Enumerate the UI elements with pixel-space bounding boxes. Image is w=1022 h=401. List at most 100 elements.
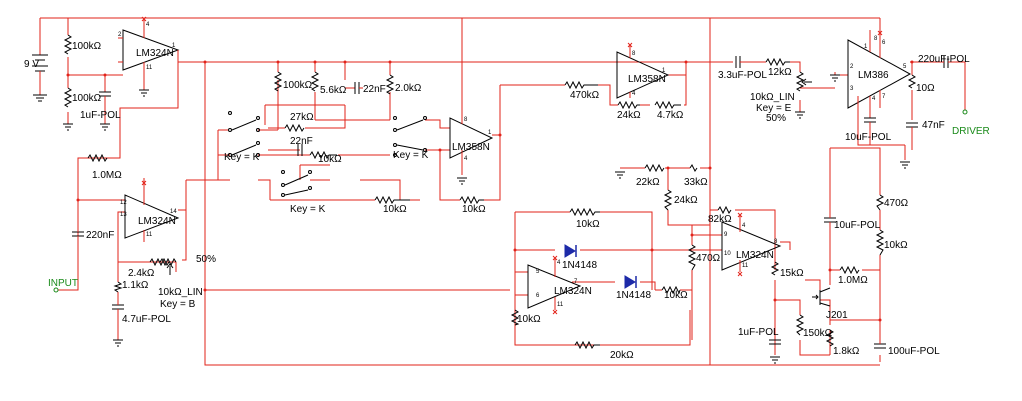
resistor-r25 bbox=[510, 309, 520, 326]
r6-label: 100kΩ bbox=[283, 80, 313, 91]
resistor-r7 bbox=[310, 71, 320, 92]
switches: Key = K Key = K Key = K bbox=[224, 111, 429, 215]
resistor-r15 bbox=[654, 100, 681, 110]
opamp-u5: LM324N 5 6 7 11 4 bbox=[527, 258, 592, 310]
p1-value: 10kΩ_LIN bbox=[158, 287, 203, 298]
resistor-r23 bbox=[569, 207, 600, 217]
output-label: DRIVER bbox=[952, 126, 990, 137]
p2-percent: 50% bbox=[766, 113, 786, 124]
resistor-r26 bbox=[574, 340, 600, 350]
resistor-r14 bbox=[617, 100, 640, 110]
r24-label: 10kΩ bbox=[664, 290, 688, 301]
capacitor-c6 bbox=[735, 56, 750, 68]
resistor-r5 bbox=[113, 281, 123, 293]
r20-label: 24kΩ bbox=[674, 195, 698, 206]
r9-label: 27kΩ bbox=[290, 112, 314, 123]
r15-label: 4.7kΩ bbox=[657, 110, 684, 121]
ground-icon bbox=[113, 339, 123, 347]
r21-label: 470Ω bbox=[696, 253, 721, 264]
u7-pin-in-p: 3 bbox=[850, 86, 854, 92]
r3-label: 1.0MΩ bbox=[92, 170, 122, 181]
resistor-r18 bbox=[644, 163, 665, 173]
resistor-r3 bbox=[87, 153, 108, 163]
capacitor-c3 bbox=[112, 300, 124, 318]
capacitor-c12 bbox=[874, 325, 886, 349]
resistor-r1 bbox=[63, 34, 73, 55]
resistor-r29 bbox=[825, 329, 835, 347]
r27-label: 15kΩ bbox=[780, 268, 804, 279]
capacitor-c9 bbox=[906, 122, 918, 138]
c7-label: 10uF-POL bbox=[845, 132, 892, 143]
resistor-r6 bbox=[273, 71, 283, 92]
resistor-r16 bbox=[765, 57, 790, 67]
u4-pin-out: 1 bbox=[662, 68, 666, 74]
diode-d1: 1N4148 bbox=[562, 244, 597, 271]
ground-icon bbox=[457, 177, 467, 185]
u5-label: LM324N bbox=[554, 286, 592, 297]
u6-pin-vcc: 4 bbox=[742, 223, 746, 229]
c4-label: 22nF bbox=[363, 84, 386, 95]
pot-p2: 10kΩ_LIN Key = E 50% bbox=[750, 71, 812, 124]
r1-label: 100kΩ bbox=[72, 41, 102, 52]
q1-label: J201 bbox=[826, 310, 848, 321]
battery-label: 9 V bbox=[24, 59, 39, 70]
r17-label: 10Ω bbox=[916, 83, 935, 94]
opamp-u4: LM358N 1 4 8 bbox=[616, 45, 670, 99]
u1-pin-gnd: 11 bbox=[146, 65, 153, 71]
u5-pin-in-p: 5 bbox=[536, 269, 540, 275]
capacitor-c2 bbox=[72, 228, 84, 244]
input-terminal: INPUT bbox=[48, 278, 78, 293]
u7-pin-out: 5 bbox=[903, 64, 907, 70]
resistor-r4 bbox=[149, 257, 170, 267]
r31-label: 10kΩ bbox=[884, 240, 908, 251]
u5-pin-out: 7 bbox=[574, 279, 578, 285]
grounds bbox=[63, 74, 910, 364]
u2-label: LM324N bbox=[138, 216, 176, 227]
r8-label: 2.0kΩ bbox=[395, 83, 422, 94]
c1-label: 1uF-POL bbox=[80, 110, 121, 121]
opamps: LM324N 2 1 11 4 LM324N 12 13 14 11 LM358… bbox=[118, 22, 912, 310]
r10-label: 10kΩ bbox=[318, 154, 342, 165]
resistor-r13 bbox=[564, 80, 598, 90]
resistor-r12 bbox=[459, 195, 484, 205]
no-connect-marks bbox=[141, 16, 883, 315]
u4-label: LM358N bbox=[628, 74, 666, 85]
resistor-r11 bbox=[374, 195, 410, 205]
p1-percent: 50% bbox=[196, 254, 216, 265]
junction-dots bbox=[66, 60, 914, 322]
switch-s2: Key = K bbox=[393, 116, 429, 161]
opamp-u1: LM324N 2 1 11 4 bbox=[118, 22, 180, 90]
resistor-r27 bbox=[770, 261, 780, 276]
r7-label: 5.6kΩ bbox=[320, 85, 347, 96]
capacitor-c1 bbox=[99, 91, 111, 102]
p1-key: Key = B bbox=[160, 299, 196, 310]
ground-icon bbox=[770, 356, 780, 364]
u2-pin-in-n: 13 bbox=[120, 212, 127, 218]
c11-label: 1uF-POL bbox=[738, 327, 779, 338]
r16-label: 12kΩ bbox=[768, 67, 792, 78]
u7-label: LM386 bbox=[858, 70, 889, 81]
u3-pin-gnd: 4 bbox=[464, 156, 468, 162]
u3-label: LM358N bbox=[452, 142, 490, 153]
r28-label: 150kΩ bbox=[803, 328, 833, 339]
r2-label: 100kΩ bbox=[72, 93, 102, 104]
resistor-r20 bbox=[663, 189, 673, 211]
resistor-r24 bbox=[661, 285, 681, 295]
resistor-r8 bbox=[385, 74, 395, 95]
r26-label: 20kΩ bbox=[610, 350, 634, 361]
r25-label: 10kΩ bbox=[517, 314, 541, 325]
ground-icon bbox=[100, 123, 110, 131]
r12-label: 10kΩ bbox=[462, 204, 486, 215]
capacitor-c8 bbox=[940, 56, 952, 68]
switch-s3: Key = K bbox=[281, 170, 326, 215]
c8-label: 220uF-POL bbox=[918, 54, 970, 65]
capacitor-c5 bbox=[297, 144, 303, 156]
ground-icon bbox=[33, 94, 47, 102]
u3-pin-vcc: 8 bbox=[464, 117, 468, 123]
input-label: INPUT bbox=[48, 278, 78, 289]
capacitor-c10 bbox=[824, 210, 836, 232]
battery-9v: 9 V bbox=[24, 54, 48, 102]
u2-pin-gnd: 11 bbox=[146, 232, 153, 238]
ground-icon bbox=[139, 89, 149, 97]
